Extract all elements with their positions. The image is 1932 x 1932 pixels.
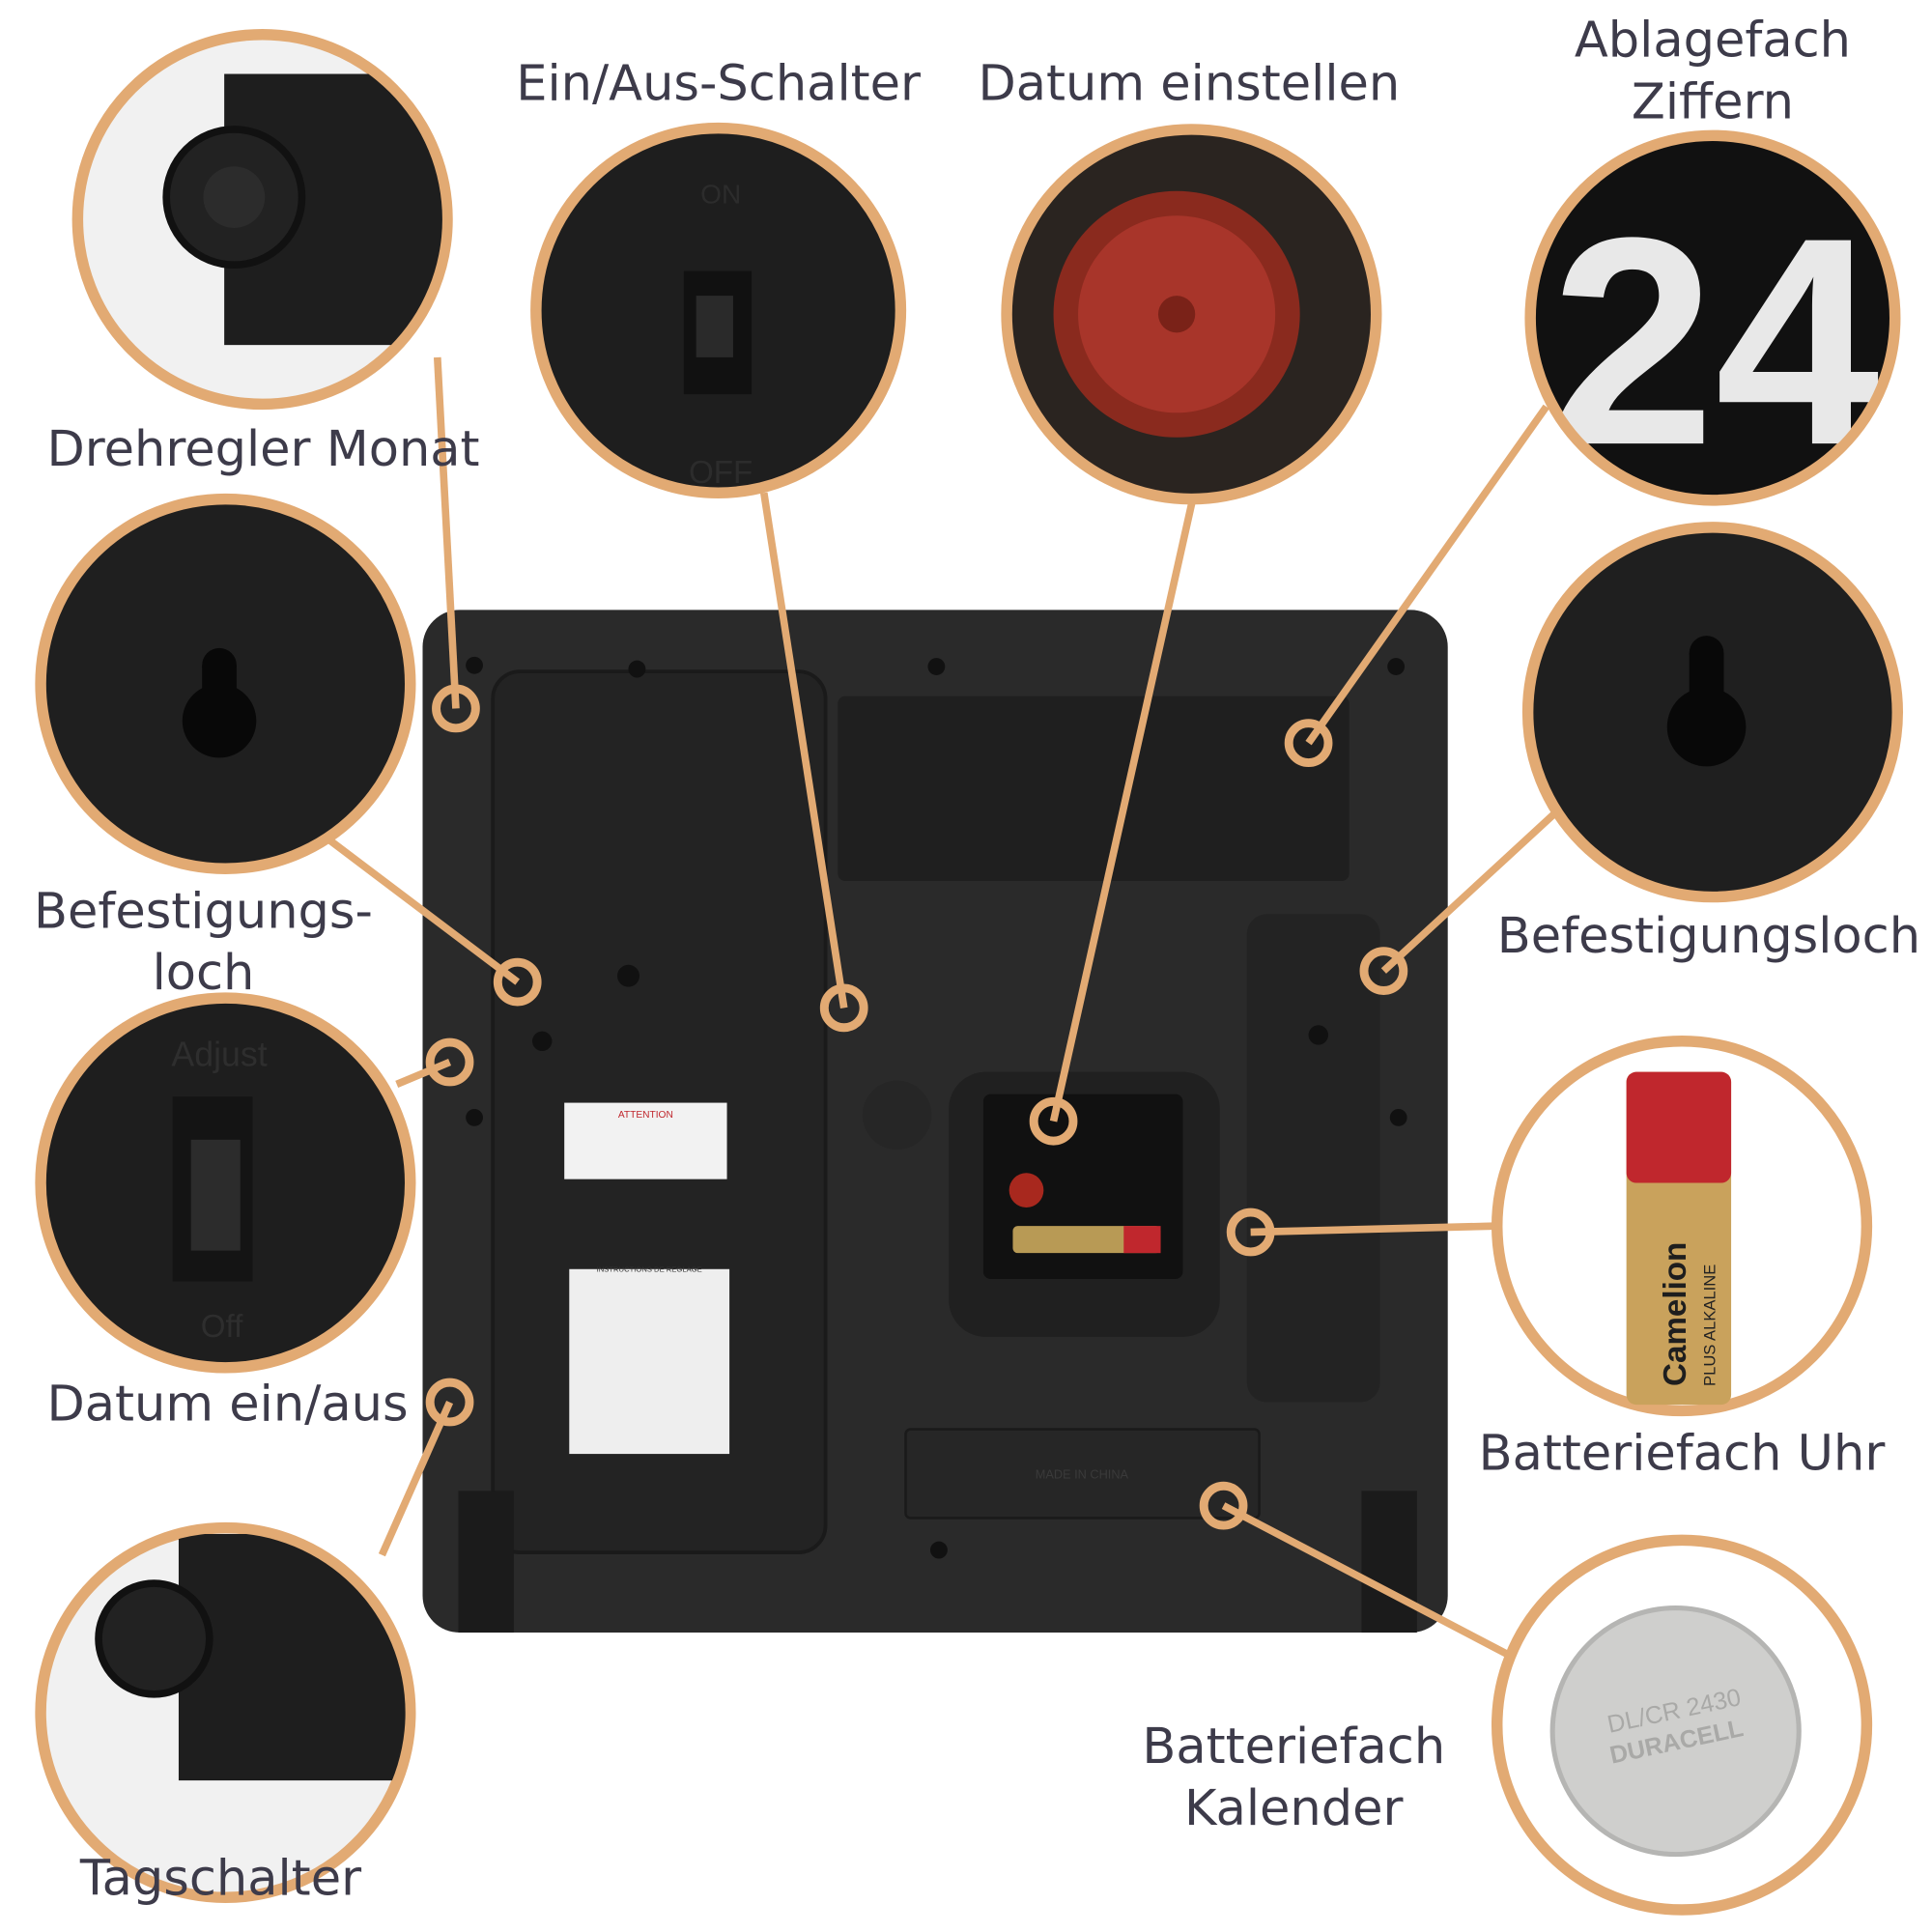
battery-brand: Camelion: [1658, 1242, 1693, 1386]
switch-off-text: OFF: [689, 455, 753, 491]
label-batteriefach-kal-line1: Batteriefach: [1142, 1719, 1446, 1776]
sticker-attention: ATTENTION: [618, 1110, 673, 1121]
made-in-label: MADE IN CHINA: [1036, 1467, 1129, 1482]
connector-lines: [324, 356, 1558, 1661]
label-ablagefach-line1: Ablagefach: [1574, 12, 1852, 70]
adjust-text: Adjust: [171, 1035, 267, 1073]
detail-mount-hole-right: [1521, 522, 1904, 903]
detail-date-dial: [1001, 124, 1382, 505]
label-ein-aus-schalter: Ein/Aus-Schalter: [516, 55, 921, 113]
detail-calendar-battery: DL/CR 2430 DURACELL: [1491, 1534, 1873, 1916]
label-datum-ein-aus: Datum ein/aus: [46, 1376, 409, 1434]
label-ablagefach-line2: Ziffern: [1631, 73, 1794, 131]
detail-power-switch: ON OFF: [530, 122, 907, 498]
label-befestigungsloch-right: Befestigungsloch: [1496, 908, 1921, 965]
flip-digits: 24: [1550, 176, 1881, 506]
label-befestigung-left-line1: Befestigungs-: [33, 883, 373, 941]
label-datum-einstellen: Datum einstellen: [978, 55, 1401, 113]
detail-mount-hole-left: [35, 493, 416, 874]
clock-back: [422, 610, 1448, 1634]
detail-day-dial: [35, 1521, 416, 1904]
marker-rings: [425, 684, 1408, 1530]
battery-type: PLUS ALKALINE: [1700, 1264, 1719, 1386]
label-befestigung-left-line2: loch: [152, 945, 255, 1002]
label-tagschalter: Tagschalter: [79, 1850, 362, 1908]
switch-on-text: ON: [700, 179, 741, 209]
label-batteriefach-kal-line2: Kalender: [1184, 1780, 1404, 1837]
off-text: Off: [201, 1309, 243, 1345]
label-befestigungsloch-left: Befestigungs-loch: [13, 881, 394, 1005]
detail-clock-battery: Camelion PLUS ALKALINE: [1491, 1036, 1873, 1417]
label-drehregler-monat: Drehregler Monat: [46, 421, 480, 478]
sticker-instructions: INSTRUCTIONS DE REGLAGE: [597, 1264, 702, 1273]
detail-month-dial: [71, 28, 453, 411]
label-batteriefach-uhr: Batteriefach Uhr: [1478, 1425, 1886, 1483]
detail-date-switch: Adjust Off: [35, 992, 416, 1374]
detail-digit-storage: 24: [1524, 129, 1901, 506]
